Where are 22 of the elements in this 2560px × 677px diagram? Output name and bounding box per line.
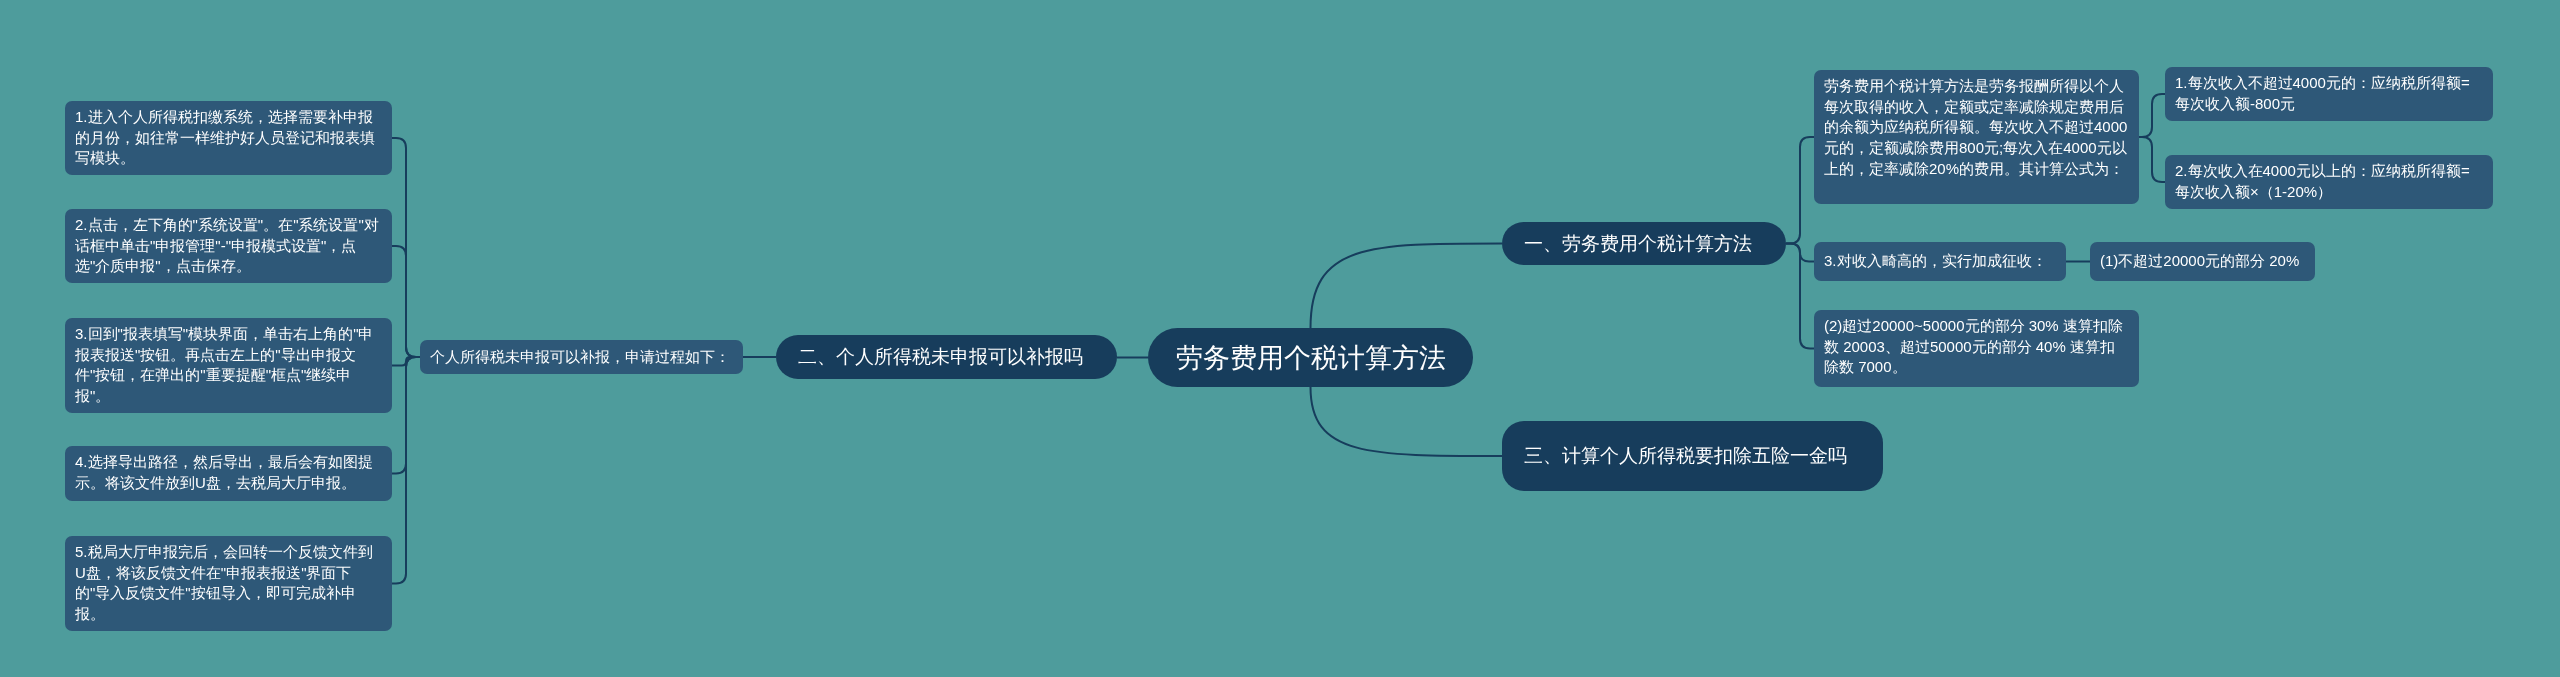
connector-line [1309, 386, 1503, 457]
text-box: 1.进入个人所得税扣缴系统，选择需要补申报的月份，如往常一样维护好人员登记和报表填写模块。 [65, 101, 392, 176]
connector-line [1309, 242, 1503, 329]
topic-box: 一、劳务费用个税计算方法 [1502, 222, 1786, 265]
topic-box: 二、个人所得税未申报可以补报吗 [776, 335, 1117, 379]
text-box: 2.每次收入在4000元以上的：应纳税所得额=每次收入额×（1-20%） [2165, 155, 2493, 209]
topic-box: 三、计算个人所得税要扣除五险一金吗 [1502, 421, 1883, 491]
text-box: 劳务费用个税计算方法是劳务报酬所得以个人每次取得的收入，定额或定率减除规定费用后的余额为应纳税所得额。每次收入不超过4000元的，定额减除费用800元;每次入在4000元以上的，定率减除20%的费用。其计算公式为： [1814, 70, 2139, 204]
text-box: 3.对收入畸高的，实行加成征收： [1814, 242, 2066, 281]
connector-line [1785, 242, 1815, 350]
connector-line [2065, 260, 2091, 263]
text-box: (2)超过20000~50000元的部分 30% 速算扣除数 20003、超过50000元的部分 40% 速算扣除数 7000。 [1814, 310, 2139, 387]
central-topic: 劳务费用个税计算方法 [1148, 328, 1473, 387]
text-box: (1)不超过20000元的部分 20% [2090, 242, 2315, 281]
connector-line [1116, 356, 1149, 359]
text-box: 3.回到"报表填写"模块界面，单击右上角的"申报表报送"按钮。再点击左上的"导出申报文件"按钮，在弹出的"重要提醒"框点"继续申报"。 [65, 318, 392, 413]
text-box: 4.选择导出路径，然后导出，最后会有如图提示。将该文件放到U盘，去税局大厅申报。 [65, 446, 392, 501]
text-box: 1.每次收入不超过4000元的：应纳税所得额=每次收入额-800元 [2165, 67, 2493, 121]
text-box: 个人所得税未申报可以补报，申请过程如下： [420, 340, 743, 374]
connector-line [742, 356, 777, 358]
text-box: 2.点击，左下角的"系统设置"。在"系统设置"对话框中单击"申报管理"-"申报模式设置"，点选"介质申报"，点击保存。 [65, 209, 392, 284]
text-box: 5.税局大厅申报完后，会回转一个反馈文件到U盘，将该反馈文件在"申报表报送"界面下的"导入反馈文件"按钮导入，即可完成补申报。 [65, 536, 392, 631]
